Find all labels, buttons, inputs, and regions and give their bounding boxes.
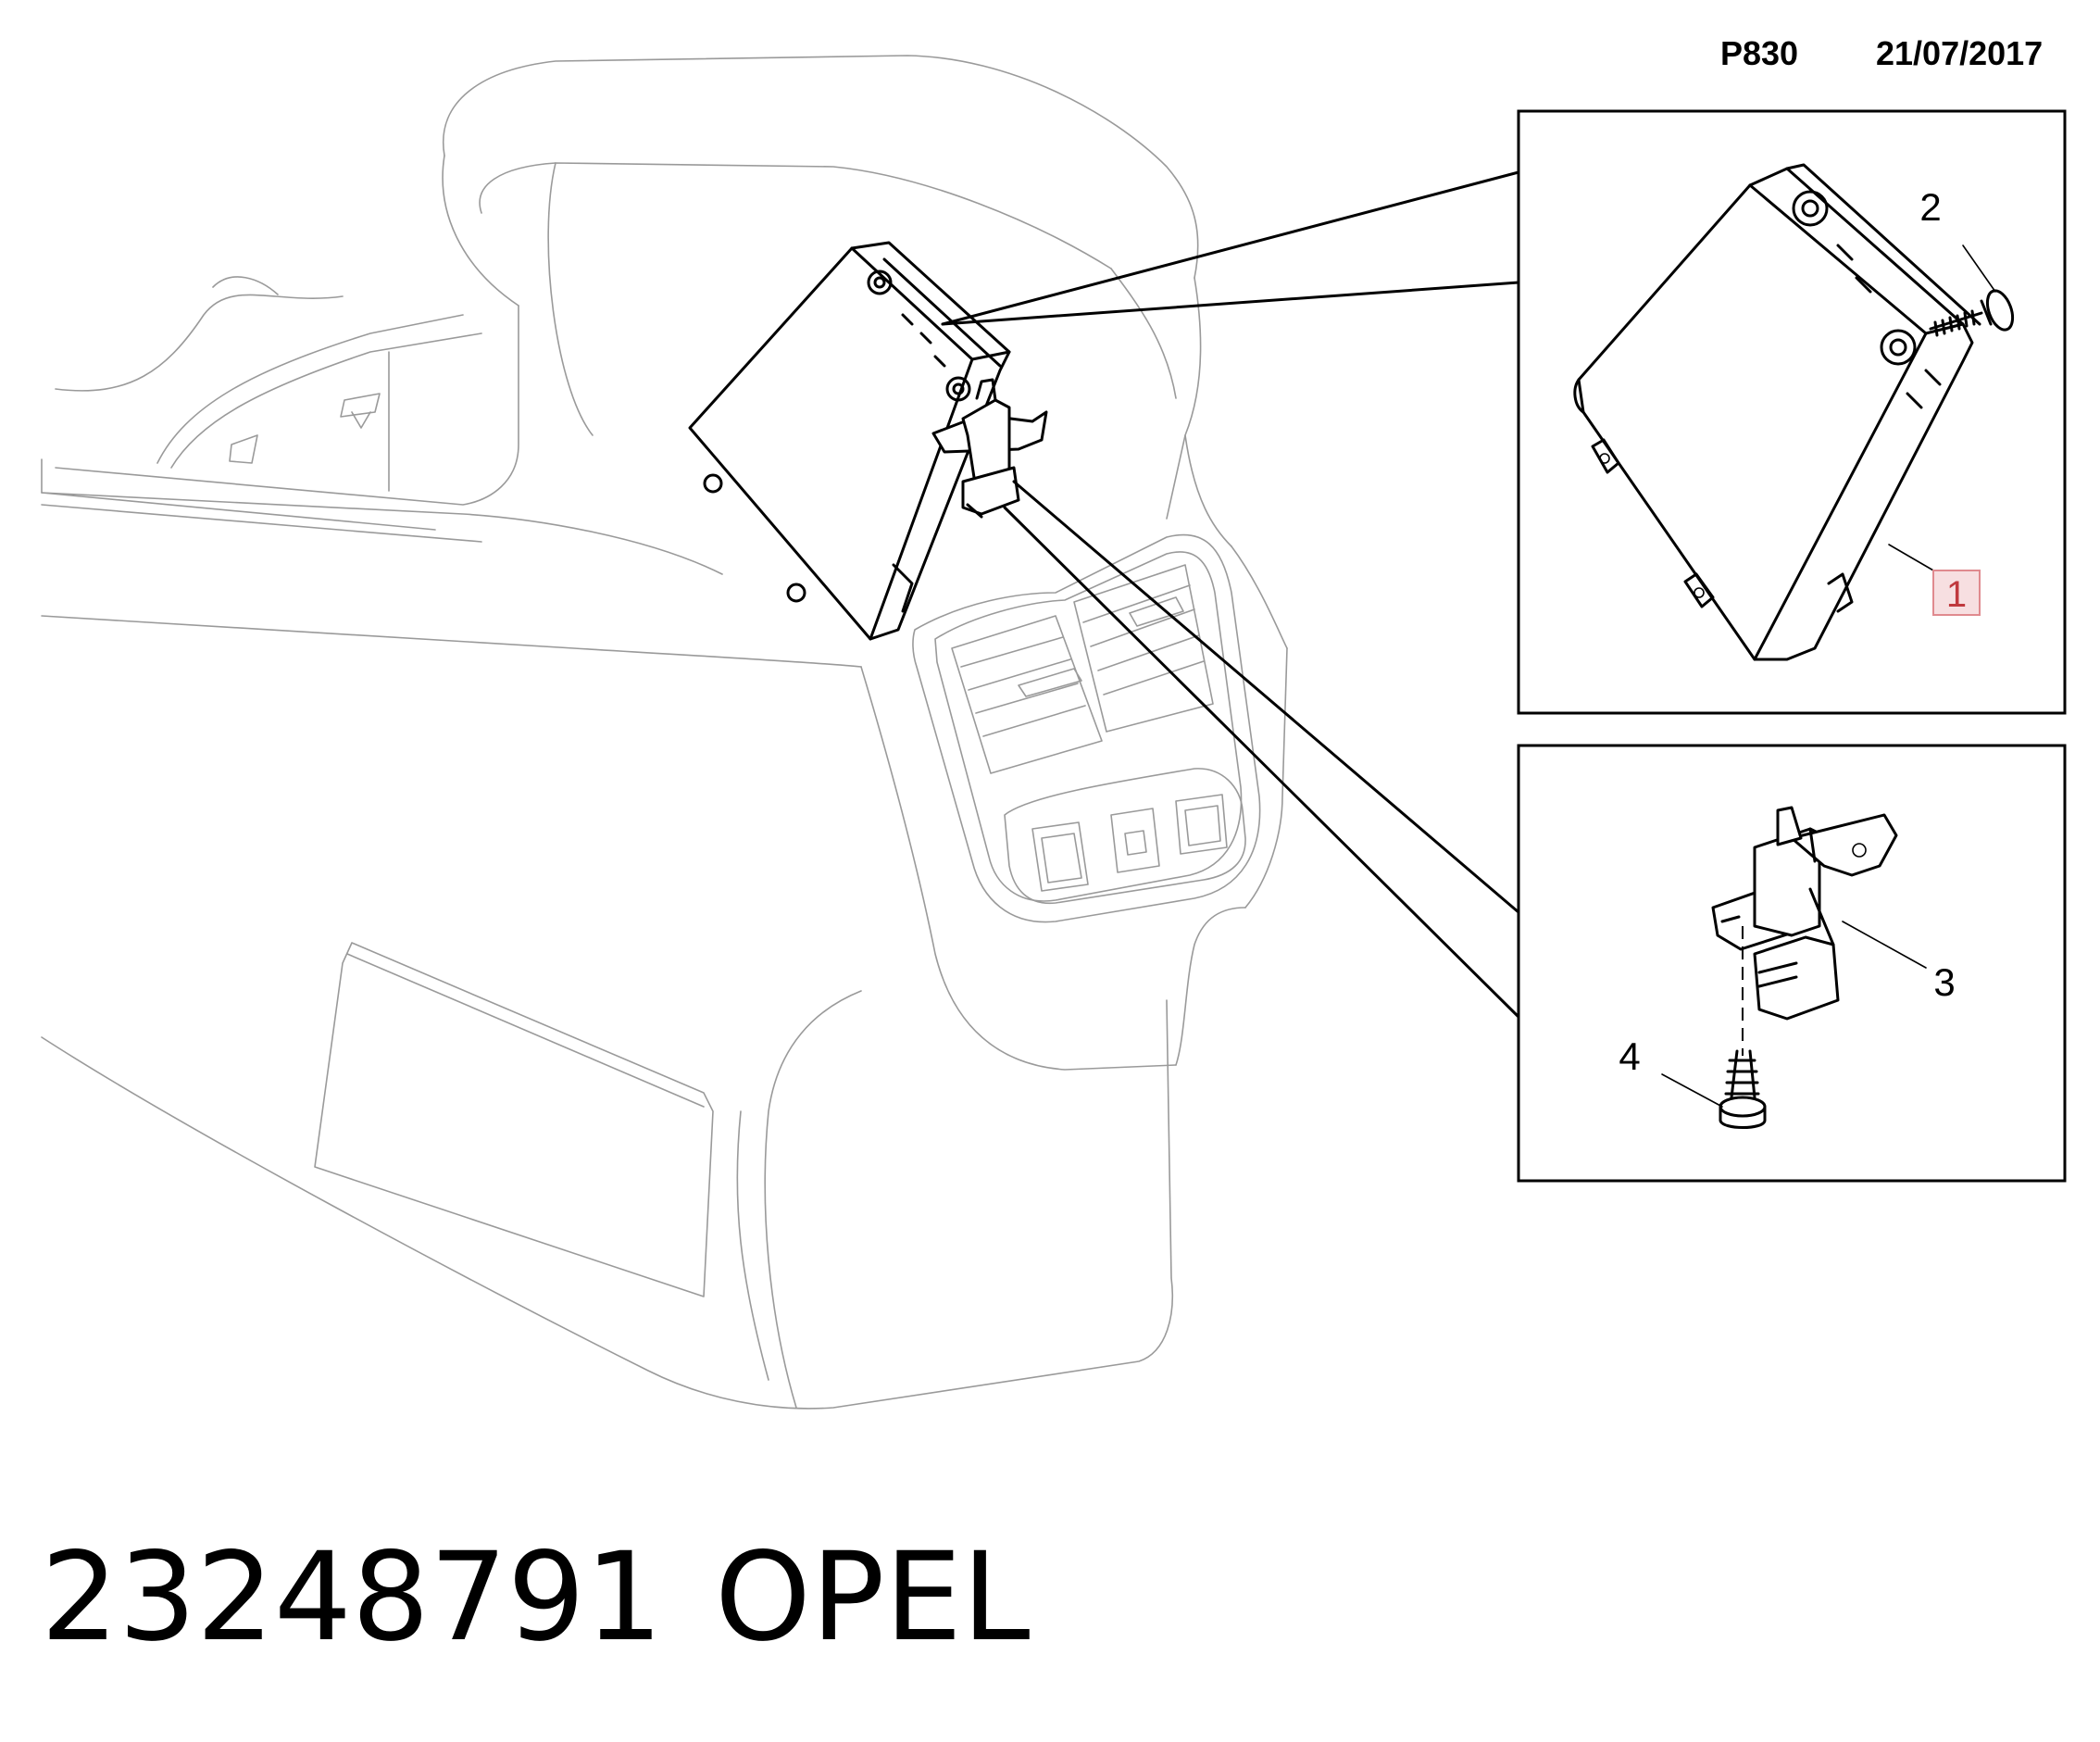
- console-outline: [41, 55, 1288, 1410]
- detail-box-module: [1517, 109, 2067, 715]
- callout-1-label: 1: [1946, 574, 1967, 615]
- callout-4-label: 4: [1619, 1034, 1640, 1078]
- diagram-code: P830: [1720, 34, 1799, 72]
- connector-on-console: [931, 378, 1048, 519]
- part-number: 23248791: [41, 1526, 663, 1669]
- callout-1[interactable]: 1: [1932, 570, 1981, 616]
- diagram-date: 21/07/2017: [1876, 34, 2044, 72]
- leader-lines: [941, 109, 1520, 1019]
- callout-2[interactable]: 2: [1919, 185, 1941, 229]
- module-on-console: [688, 241, 1011, 641]
- detail-box-connector: [1517, 744, 2067, 1183]
- callout-1-highlight: [1932, 570, 1981, 616]
- callout-4[interactable]: 4: [1619, 1034, 1640, 1078]
- callout-3-label: 3: [1933, 960, 1955, 1004]
- callout-3[interactable]: 3: [1933, 960, 1955, 1004]
- brand-name: OPEL: [715, 1526, 1031, 1669]
- callout-2-label: 2: [1919, 185, 1941, 229]
